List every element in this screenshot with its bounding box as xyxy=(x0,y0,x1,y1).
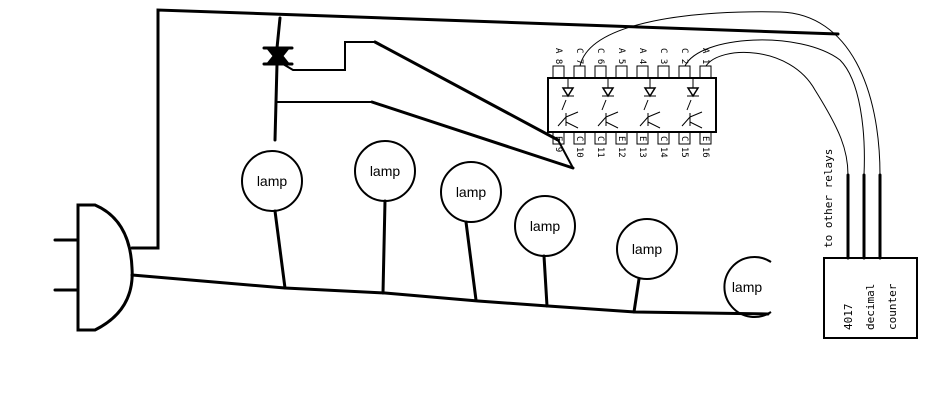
lamp-label: lamp xyxy=(632,241,663,257)
phototransistor-icon xyxy=(639,111,661,129)
counter-wires xyxy=(579,11,881,176)
pin-label: E 9 xyxy=(553,136,563,152)
decimal-counter-ic: 4017 decimal counter xyxy=(823,257,918,339)
optocoupler-ic: A 8 C 7 C 6 A 5 A 4 C 3 C 2 A 1 E 9 C 10… xyxy=(547,48,717,158)
pin-label: C 14 xyxy=(658,136,668,158)
live-wire xyxy=(130,8,840,250)
pin-label: A 1 xyxy=(700,48,710,64)
ic-bottom-pins xyxy=(552,131,712,145)
neutral-bus xyxy=(130,273,770,316)
pin-label: C 2 xyxy=(679,48,689,64)
ic-bottom-pin-labels: E 9 C 10 C 11 E 12 E 13 C 14 C 15 E 16 xyxy=(553,136,710,158)
pin-label: A 8 xyxy=(553,48,563,64)
led-icon xyxy=(601,78,615,111)
counter-label-line2: decimal xyxy=(864,284,877,330)
lamp-2: lamp xyxy=(354,140,416,295)
counter-input-wires xyxy=(846,173,882,260)
ic-top-pin-labels: A 8 C 7 C 6 A 5 A 4 C 3 C 2 A 1 xyxy=(553,48,710,64)
pin-label: C 6 xyxy=(595,48,605,64)
led-icon xyxy=(561,78,575,111)
pin-label: E 12 xyxy=(616,136,626,158)
pin-label: C 7 xyxy=(574,48,584,64)
lamp-1: lamp xyxy=(241,150,303,290)
gate-wire-2 xyxy=(370,100,575,170)
lamp-4: lamp xyxy=(514,195,576,308)
gate-wire-1 xyxy=(373,40,560,142)
lamp-label: lamp xyxy=(370,163,401,179)
lamp-5: lamp xyxy=(616,218,678,314)
lamp-label: lamp xyxy=(530,218,561,234)
pin-label: E 13 xyxy=(637,136,647,158)
pin-label: C 10 xyxy=(574,136,584,158)
counter-label-line3: counter xyxy=(886,283,899,330)
lamp-3: lamp xyxy=(440,161,502,302)
pin-label: C 3 xyxy=(658,48,668,64)
phototransistor-icon xyxy=(597,111,619,129)
power-plug xyxy=(53,203,134,332)
phototransistor-icon xyxy=(557,111,579,129)
pin-label: C 11 xyxy=(595,136,605,158)
led-icon xyxy=(686,78,700,111)
pin-label: C 15 xyxy=(679,136,689,158)
lamp-label: lamp xyxy=(257,173,288,189)
phototransistor-icon xyxy=(681,111,703,129)
relay-note: to other relays xyxy=(822,149,835,248)
counter-label-line1: 4017 xyxy=(842,304,855,331)
lamp-6: lamp xyxy=(723,256,772,318)
lamp-label: lamp xyxy=(732,279,763,295)
pin-label: A 5 xyxy=(616,48,626,64)
triac xyxy=(262,16,375,142)
pin-label: E 16 xyxy=(700,136,710,158)
lamp-label: lamp xyxy=(456,184,487,200)
pin-label: A 4 xyxy=(637,48,647,64)
ic-top-pins xyxy=(552,65,712,79)
led-icon xyxy=(643,78,657,111)
